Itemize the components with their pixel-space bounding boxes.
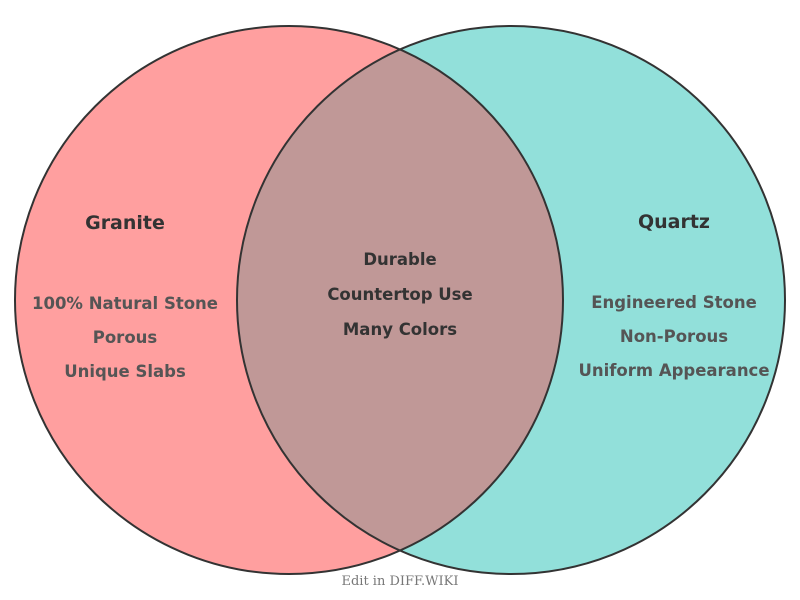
granite-item: Unique Slabs xyxy=(64,362,186,381)
granite-item: Porous xyxy=(93,328,158,347)
quartz-item: Uniform Appearance xyxy=(578,361,769,380)
quartz-item: Non-Porous xyxy=(620,327,728,346)
granite-title: Granite xyxy=(85,212,165,234)
edit-link[interactable]: Edit in DIFF.WIKI xyxy=(341,574,458,589)
quartz-title: Quartz xyxy=(638,211,710,233)
quartz-item: Engineered Stone xyxy=(591,293,757,312)
shared-item: Countertop Use xyxy=(327,285,472,304)
shared-item: Many Colors xyxy=(343,320,457,339)
quartz-outline xyxy=(236,25,786,575)
shared-item: Durable xyxy=(363,250,436,269)
granite-item: 100% Natural Stone xyxy=(32,294,218,313)
granite-outline xyxy=(14,25,564,575)
intersection-region xyxy=(237,26,563,574)
